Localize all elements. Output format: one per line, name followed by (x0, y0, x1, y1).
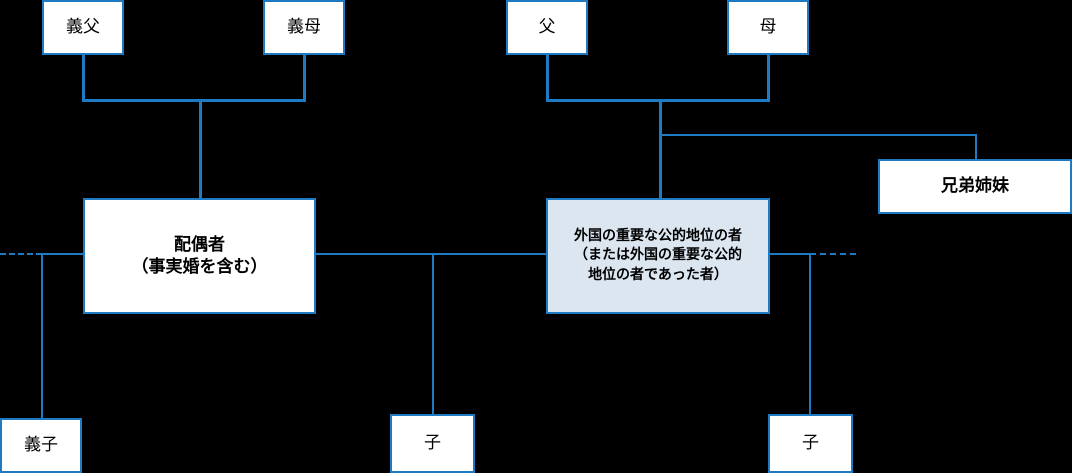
connector-father-down (546, 55, 549, 102)
connector-child-center-down (432, 253, 434, 414)
node-father-in-law-label: 義父 (66, 17, 100, 38)
node-father-label: 父 (538, 17, 556, 38)
node-siblings[interactable]: 兄弟姉妹 (878, 159, 1072, 214)
node-child-right-label: 子 (802, 433, 819, 454)
connector-pep-right-dashed (810, 253, 856, 255)
connector-pep-right-solid (769, 253, 811, 255)
node-spouse-label: 配偶者 （事実婚を含む） (131, 234, 268, 277)
connector-in-law-marriage-bar (82, 99, 306, 102)
node-mother-in-law-label: 義母 (287, 17, 321, 38)
connector-siblings-branch (659, 134, 977, 136)
connector-mother-down (767, 55, 770, 102)
node-mother-in-law[interactable]: 義母 (263, 0, 345, 55)
connector-mother-in-law-down (303, 55, 306, 102)
node-siblings-label: 兄弟姉妹 (941, 176, 1009, 197)
node-child-center-label: 子 (424, 433, 441, 454)
connector-stepchild-down (41, 253, 43, 418)
connector-parents-marriage-bar (546, 99, 770, 102)
node-child-center[interactable]: 子 (390, 414, 475, 473)
connector-pep-down (659, 99, 662, 198)
node-father[interactable]: 父 (506, 0, 588, 55)
connector-spouse-left-dashed (0, 253, 42, 255)
node-mother[interactable]: 母 (727, 0, 809, 55)
connector-spouse-down (199, 99, 202, 198)
node-mother-label: 母 (759, 17, 777, 38)
node-stepchild-label: 義子 (24, 435, 58, 456)
connector-spouse-pep-marriage (316, 253, 546, 255)
node-pep-label: 外国の重要な公的地位の者 （または外国の重要な公的 地位の者であった者） (574, 228, 742, 283)
node-spouse[interactable]: 配偶者 （事実婚を含む） (83, 198, 316, 314)
connector-spouse-left-solid (41, 253, 84, 255)
connector-child-right-down (809, 253, 811, 414)
node-father-in-law[interactable]: 義父 (42, 0, 124, 55)
connector-siblings-down (975, 134, 977, 159)
node-child-right[interactable]: 子 (768, 414, 853, 473)
connector-father-in-law-down (82, 55, 85, 102)
node-stepchild[interactable]: 義子 (0, 418, 82, 473)
node-pep[interactable]: 外国の重要な公的地位の者 （または外国の重要な公的 地位の者であった者） (546, 198, 770, 314)
